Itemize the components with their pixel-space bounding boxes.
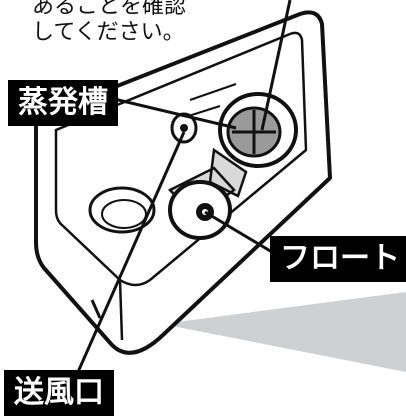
label-air-outlet: 送風口 — [4, 370, 114, 416]
body-bottom-edge — [43, 267, 124, 346]
label-float: フロート — [270, 236, 406, 282]
tank-inner-wall — [54, 31, 308, 287]
leader-line-air-outlet — [76, 131, 186, 373]
light-beam — [162, 292, 406, 372]
left-opening-inner — [101, 199, 147, 229]
leader-line-evaporator — [109, 96, 237, 130]
evaporator-cross — [232, 110, 276, 154]
instruction-caption: あることを確認 してください。 — [32, 0, 187, 45]
leader-line-top — [260, 0, 292, 131]
leader-line-float — [204, 210, 283, 260]
label-evaporator: 蒸発槽 — [8, 80, 118, 126]
air-outlet-hole — [180, 124, 188, 132]
front-slot — [90, 299, 102, 319]
